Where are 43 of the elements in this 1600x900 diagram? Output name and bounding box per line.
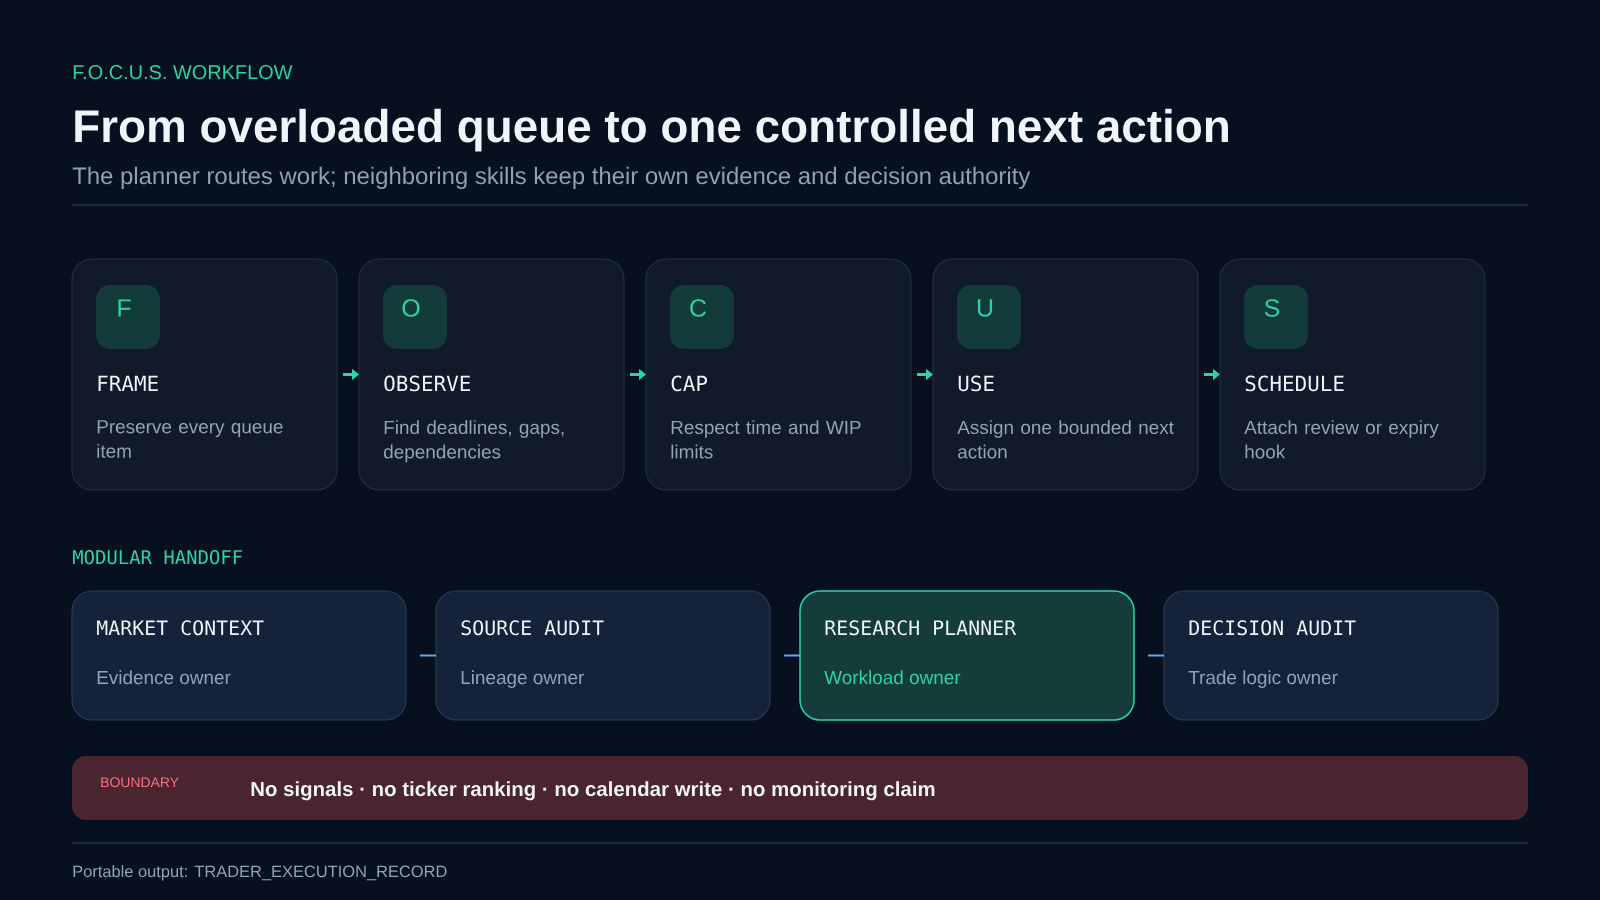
module-owner: Trade logic owner	[1188, 670, 1338, 688]
letter-badge: O	[383, 285, 447, 349]
step-card	[932, 258, 1199, 491]
step-card	[71, 258, 338, 491]
step-card	[358, 258, 625, 491]
step-title: SCHEDULE	[1245, 375, 1344, 392]
connector-line	[419, 654, 437, 657]
module-owner: Lineage owner	[461, 670, 585, 688]
letter-badge: C	[670, 285, 734, 349]
module-title: SOURCE AUDIT	[461, 620, 604, 636]
step-description: Respect time and WIP limits	[671, 420, 861, 459]
module-title: DECISION AUDIT	[1189, 620, 1356, 636]
module-card	[435, 590, 771, 721]
step-description: Attach review or expiry hook	[1244, 420, 1439, 459]
eyebrow-text: F.O.C.U.S. WORKFLOW	[73, 65, 293, 80]
boundary-band	[72, 756, 1529, 820]
module-title: RESEARCH PLANNER	[825, 620, 1017, 636]
letter-badge: F	[96, 285, 160, 349]
module-card	[71, 590, 407, 721]
boundary-tag: BOUNDARY	[101, 777, 179, 788]
module-owner: Evidence owner	[97, 670, 231, 685]
subtitle-text: The planner routes work; neighboring skills keep their own evidence and decision authority	[72, 166, 1031, 189]
footer-text: Portable output: TRADER_EXECUTION_RECORD	[73, 865, 447, 881]
step-card	[1219, 258, 1486, 491]
connector-line	[1147, 654, 1165, 657]
section-label: MODULAR HANDOFF	[73, 549, 242, 565]
module-card	[799, 590, 1135, 721]
step-description: Preserve every queue item	[97, 420, 283, 458]
module-title: MARKET CONTEXT	[97, 620, 264, 636]
module-card	[1163, 590, 1499, 721]
step-description: Find deadlines, gaps, dependencies	[384, 420, 564, 463]
step-title: USE	[958, 375, 994, 392]
module-owner: Workload owner	[824, 670, 961, 685]
letter-badge: U	[957, 285, 1021, 349]
letter-badge: S	[1244, 285, 1308, 349]
step-card	[645, 258, 912, 491]
step-title: CAP	[671, 375, 708, 392]
title-heading: From overloaded queue to one controlled next action	[75, 108, 1228, 152]
step-title: FRAME	[98, 375, 158, 391]
boundary-text: No signals · no ticker ranking · no calendar write · no monitoring claim	[251, 781, 935, 801]
step-description: Assign one bounded next action	[957, 420, 1174, 459]
step-title: OBSERVE	[384, 375, 470, 392]
connector-line	[783, 654, 801, 657]
